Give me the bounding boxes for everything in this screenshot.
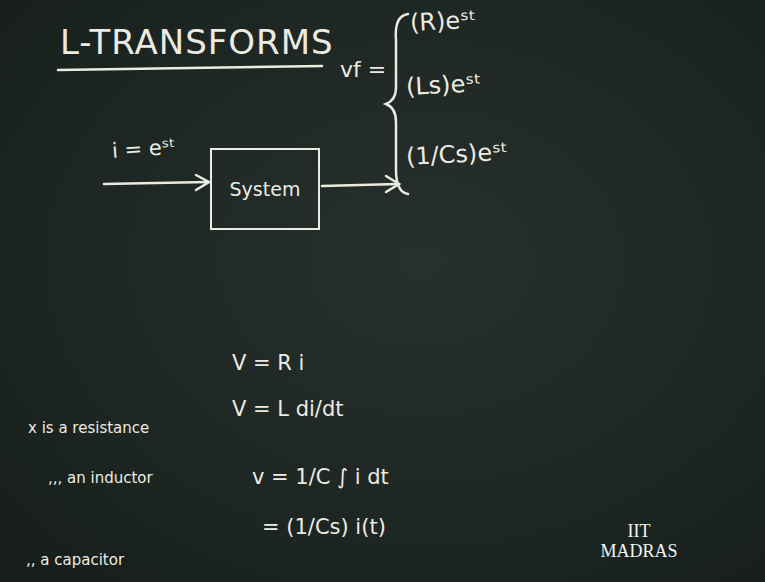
- equation: V = L di/dt: [232, 398, 344, 421]
- curly-brace: [386, 14, 408, 194]
- equation: v = 1/C ∫ i dt: [252, 466, 389, 489]
- system-box: System: [210, 148, 320, 230]
- input-arrow: [104, 182, 208, 184]
- board-title: L-TRANSFORMS: [60, 24, 334, 61]
- response-term: (Ls)eˢᵗ: [405, 70, 482, 100]
- output-arrow: [322, 184, 398, 186]
- chalk-strokes: [58, 14, 408, 194]
- response-term: (R)eˢᵗ: [409, 7, 476, 37]
- note-text: x is a resistance: [28, 420, 149, 437]
- equation: V = R i: [232, 352, 304, 375]
- note-text: ,,, an inductor: [48, 470, 153, 487]
- watermark: IIT MADRAS: [594, 522, 684, 562]
- title-underline: [58, 66, 322, 70]
- equation: = (1/Cs) i(t): [262, 516, 386, 539]
- response-term: (1/Cs)eˢᵗ: [405, 139, 508, 171]
- note-text: ,, a capacitor: [26, 552, 124, 569]
- box-label: System: [230, 178, 301, 200]
- output-label: vf =: [340, 58, 386, 82]
- arrowhead: [196, 175, 209, 190]
- signal-label: i = eˢᵗ: [111, 136, 176, 163]
